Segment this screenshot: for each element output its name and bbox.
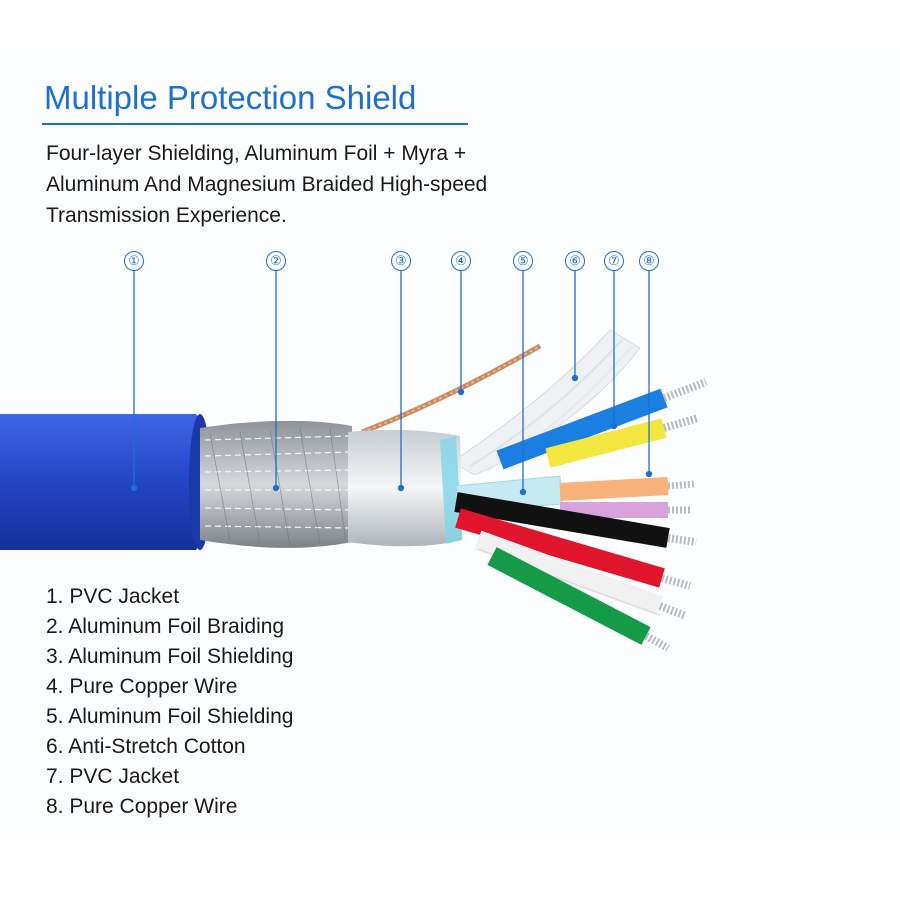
subtitle: Four-layer Shielding, Aluminum Foil + My… bbox=[46, 138, 646, 231]
callout-marker-7: ⑦ bbox=[604, 251, 624, 271]
page-title: Multiple Protection Shield bbox=[44, 79, 417, 116]
leader-dot-4 bbox=[457, 388, 465, 396]
callout-marker-1: ① bbox=[124, 251, 144, 271]
title-underline bbox=[42, 123, 468, 125]
wire-yellow bbox=[545, 414, 700, 468]
callout-marker-4: ④ bbox=[451, 251, 471, 271]
subtitle-line: Aluminum And Magnesium Braided High-spee… bbox=[46, 173, 488, 196]
subtitle-line: Four-layer Shielding, Aluminum Foil + My… bbox=[46, 142, 467, 165]
subtitle-line: Transmission Experience. bbox=[46, 204, 287, 227]
legend-item: 4. Pure Copper Wire bbox=[46, 675, 238, 698]
leader-dot-6 bbox=[571, 374, 579, 382]
legend-item: 1. PVC Jacket bbox=[46, 585, 180, 608]
callout-marker-2: ② bbox=[266, 251, 286, 271]
leader-dot-7 bbox=[610, 422, 618, 430]
aluminum-foil-shielding-outer bbox=[348, 429, 462, 547]
wire-red bbox=[455, 508, 692, 590]
callout-marker-6: ⑥ bbox=[565, 251, 585, 271]
wire-green bbox=[487, 547, 670, 652]
callout-marker-5: ⑤ bbox=[513, 251, 533, 271]
leader-dot-5 bbox=[519, 488, 527, 496]
wire-orange bbox=[559, 477, 695, 501]
wire-black bbox=[454, 492, 697, 548]
legend-item: 7. PVC Jacket bbox=[46, 765, 180, 788]
legend-item: 2. Aluminum Foil Braiding bbox=[46, 615, 285, 638]
leader-dot-8 bbox=[645, 470, 653, 478]
copper-drain-wire bbox=[361, 343, 542, 435]
legend-item: 8. Pure Copper Wire bbox=[46, 795, 238, 818]
wire-blue bbox=[496, 378, 708, 470]
callout-marker-3: ③ bbox=[391, 251, 411, 271]
leader-dot-3 bbox=[397, 484, 405, 492]
callout-leaders bbox=[130, 271, 653, 496]
legend-item: 5. Aluminum Foil Shielding bbox=[46, 705, 294, 728]
legend-list: 1. PVC Jacket 2. Aluminum Foil Braiding … bbox=[46, 582, 293, 822]
pvc-jacket bbox=[0, 414, 211, 550]
legend-item: 3. Aluminum Foil Shielding bbox=[46, 645, 294, 668]
callout-marker-8: ⑧ bbox=[639, 251, 659, 271]
legend-item: 6. Anti-Stretch Cotton bbox=[46, 735, 246, 758]
leader-dot-1 bbox=[130, 484, 138, 492]
leader-dot-2 bbox=[272, 484, 280, 492]
